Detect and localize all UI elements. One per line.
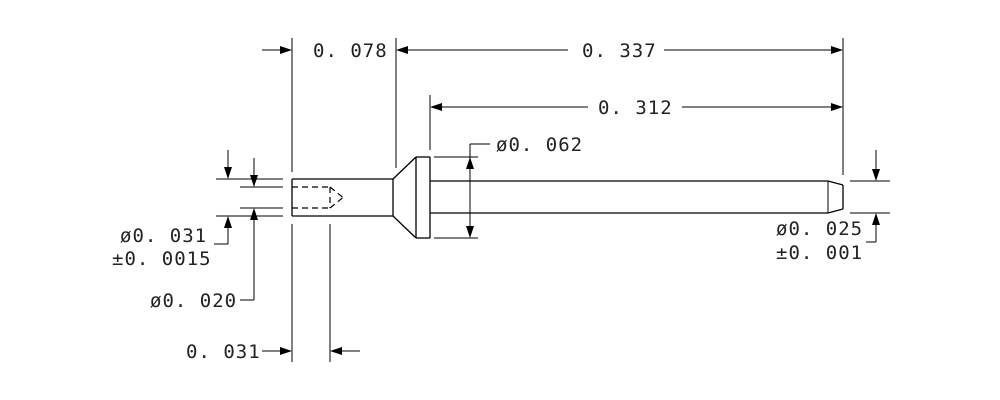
shank-length-label: 0. 312 — [598, 97, 673, 119]
head-diameter-label: ø0. 062 — [496, 134, 583, 156]
dim-shank-length: 0. 312 — [430, 97, 843, 119]
extension-lines — [216, 38, 890, 362]
dim-bore-depth: 0. 031 — [186, 341, 360, 363]
overall-length-label: 0. 337 — [582, 40, 657, 62]
dim-head-diameter: ø0. 062 — [466, 134, 583, 238]
head-length-label: 0. 078 — [313, 40, 388, 62]
part-outline — [291, 156, 844, 239]
tip-diameter-label: ø0. 025 — [776, 218, 863, 240]
tail-diameter-label: ø0. 031 — [120, 225, 207, 247]
bore-diameter-label: ø0. 020 — [150, 290, 237, 312]
bore-depth-label: 0. 031 — [186, 341, 261, 363]
dim-bore-diameter: ø0. 020 — [150, 158, 258, 312]
dim-overall-length: 0. 337 — [396, 40, 843, 62]
hidden-bore — [292, 186, 344, 209]
dim-tip-diameter: ø0. 025 ±0. 001 — [776, 150, 880, 264]
tail-tolerance-label: ±0. 0015 — [112, 248, 212, 270]
tip-tolerance-label: ±0. 001 — [776, 242, 863, 264]
dim-tail-diameter: ø0. 031 ±0. 0015 — [112, 150, 232, 270]
